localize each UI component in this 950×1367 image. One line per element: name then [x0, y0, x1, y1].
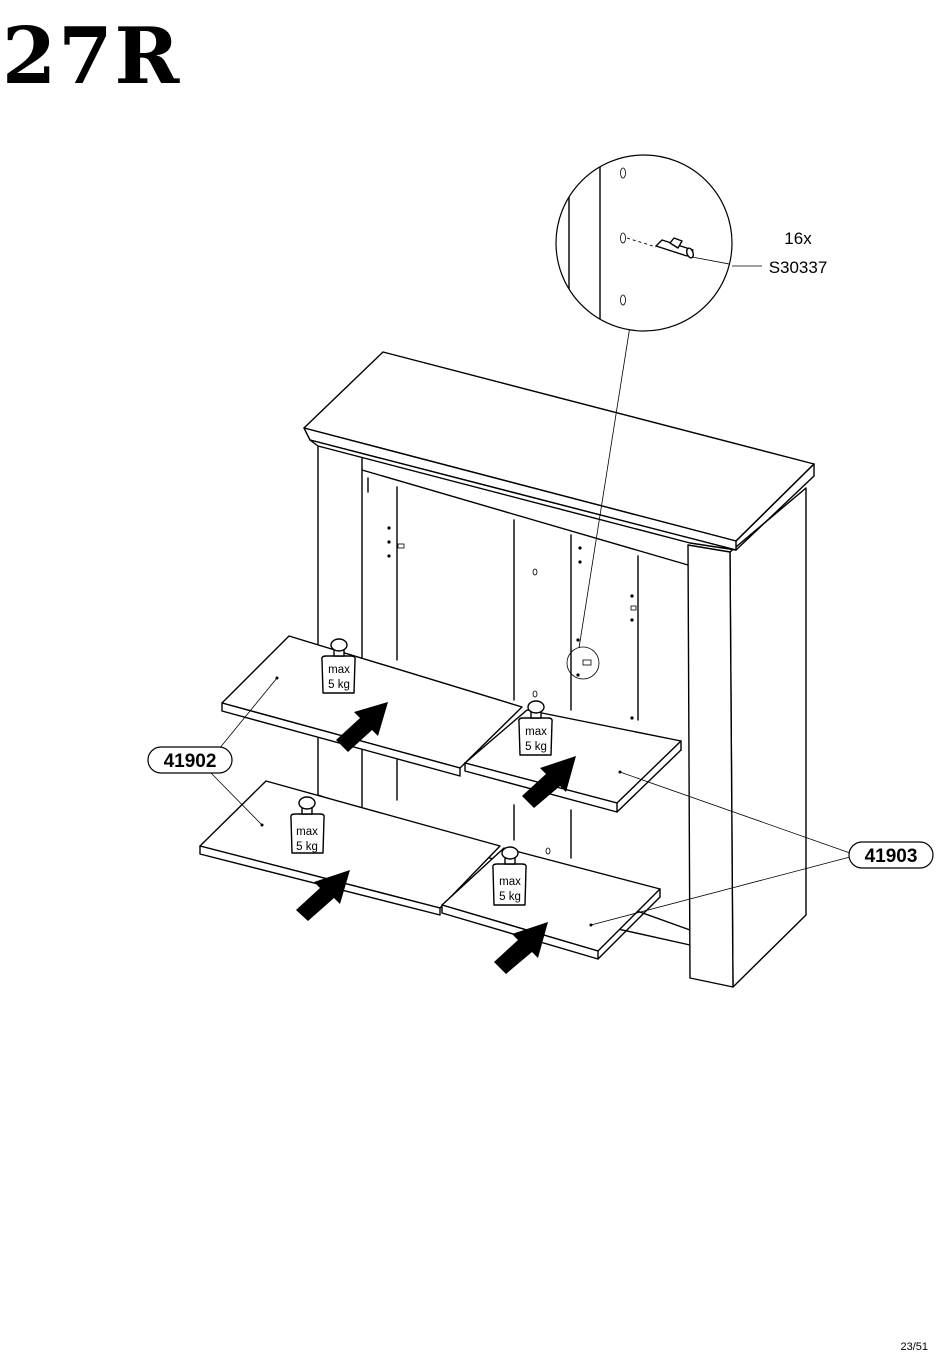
weight-kg-label: 5 kg — [525, 741, 547, 753]
callout-41903: 41903 — [589, 770, 934, 927]
weight-max-label: max — [328, 664, 350, 676]
part-41903-label: 41903 — [865, 846, 918, 867]
weight-icon: max 5 kg — [321, 638, 356, 694]
page-indicator: 23/51 — [900, 1341, 928, 1353]
cabinet — [303, 351, 815, 988]
step-number: 27R — [2, 11, 182, 102]
weight-icon: max 5 kg — [290, 796, 325, 854]
weight-icon: max 5 kg — [518, 700, 553, 756]
callout-41902: 41902 — [147, 676, 279, 827]
weight-icon: max 5 kg — [492, 846, 527, 906]
hardware-quantity: 16x — [784, 229, 812, 248]
hardware-code: S30337 — [769, 258, 828, 277]
weight-kg-label: 5 kg — [499, 891, 521, 903]
weight-max-label: max — [499, 876, 521, 888]
weight-kg-label: 5 kg — [328, 679, 350, 691]
weight-kg-label: 5 kg — [296, 841, 318, 853]
weight-max-label: max — [296, 826, 318, 838]
shelf-pin-icon — [655, 237, 694, 259]
insert-arrows — [296, 702, 576, 974]
weight-max-label: max — [525, 726, 547, 738]
zoom-detail — [555, 154, 762, 332]
part-41902-label: 41902 — [164, 751, 217, 772]
